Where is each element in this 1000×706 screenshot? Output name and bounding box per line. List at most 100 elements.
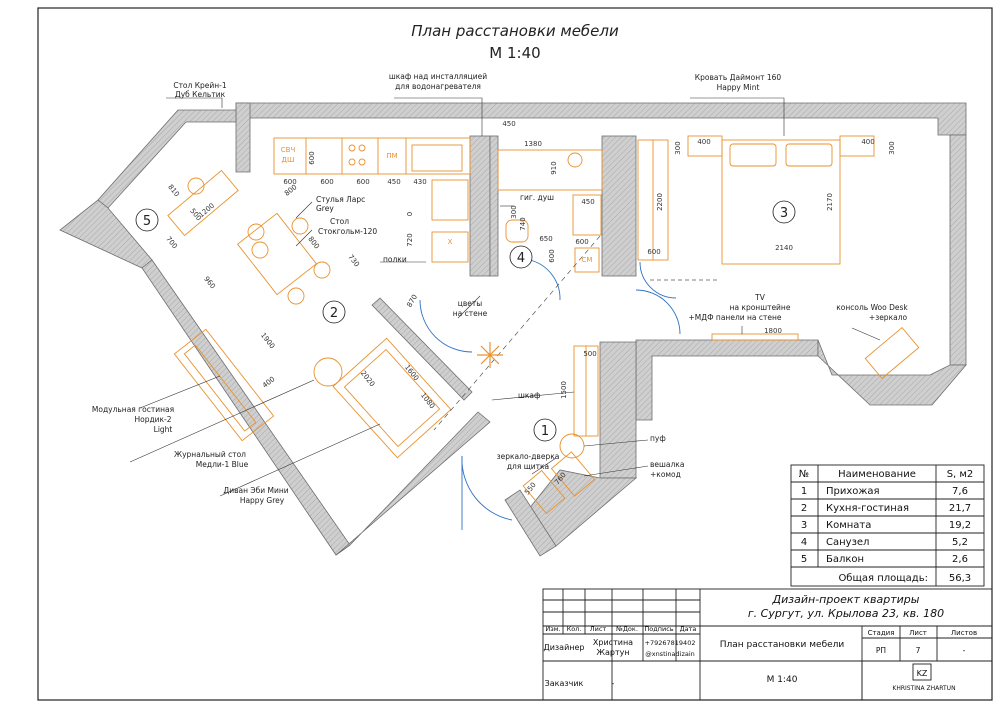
dim-400c: 400 xyxy=(261,375,276,390)
table-row-3-num: 3 xyxy=(801,520,807,531)
dim-1600: 1600 xyxy=(403,363,420,382)
stamp-designer-name-2: Жартун xyxy=(596,648,629,657)
table-header-num: № xyxy=(799,469,809,480)
dim-450b: 450 xyxy=(581,198,594,206)
fridge xyxy=(431,231,469,263)
label-modular-1: Модульная гостиная xyxy=(92,405,174,414)
plan-scale: М 1:40 xyxy=(489,44,540,62)
washing-machine xyxy=(574,247,600,273)
sheet-frame xyxy=(37,7,993,701)
room-markers xyxy=(135,200,796,442)
table-row-4-area: 5,2 xyxy=(952,537,968,548)
hall-axis-line xyxy=(433,235,601,431)
table-row-3-name: Комната xyxy=(826,520,871,531)
room-number-5: 5 xyxy=(143,214,151,229)
console-desk xyxy=(864,326,920,380)
label-console-sub: +зеркало xyxy=(869,313,908,322)
label-mirror-1: зеркало-дверка xyxy=(497,452,560,461)
stamp-col-list: Лист xyxy=(590,625,607,633)
dim-2170: 2170 xyxy=(826,193,834,211)
table-row-5-area: 2,6 xyxy=(952,554,968,565)
room-number-1: 1 xyxy=(541,424,549,439)
dim-910: 910 xyxy=(550,161,558,174)
stamp-sheets-label: Листов xyxy=(951,629,977,637)
dim-600b: 600 xyxy=(320,178,333,186)
stamp-sheet-num: 7 xyxy=(916,646,921,655)
dim-450-top: 450 xyxy=(502,120,515,128)
plan-title: План расстановки мебели xyxy=(411,22,619,40)
stamp-stage: РП xyxy=(876,646,886,655)
stamp-col-ndok: №Док. xyxy=(615,625,638,633)
flowers-icon xyxy=(477,342,503,368)
stamp-instagram: @xnstinadizain xyxy=(645,650,695,658)
room-number-2: 2 xyxy=(330,306,338,321)
dim-300a: 300 xyxy=(510,205,518,218)
dim-300c: 300 xyxy=(888,141,896,154)
label-chairs: Стулья Ларс xyxy=(316,195,365,204)
table-total-label: Общая площадь: xyxy=(838,573,928,584)
dim-0: 0 xyxy=(406,212,414,216)
dim-740: 740 xyxy=(519,217,527,230)
stamp-project-2: г. Сургут, ул. Крылова 23, кв. 180 xyxy=(748,607,944,620)
table-row-1-area: 7,6 xyxy=(952,486,968,497)
stamp-designer-label: Дизайнер xyxy=(543,643,584,652)
label-bed: Кровать Даймонт 160 xyxy=(695,73,782,82)
brand-logo xyxy=(912,663,932,681)
code-svch: СВЧ xyxy=(281,146,296,154)
stamp-col-podp: Подпись xyxy=(644,625,673,633)
dim-960: 960 xyxy=(202,275,217,290)
dim-2200: 2200 xyxy=(656,193,664,211)
area-table xyxy=(790,464,985,587)
brand-name: KHRISTINA ZHARTUN xyxy=(892,685,955,692)
bathtub-shower xyxy=(497,149,603,191)
dim-800b: 800 xyxy=(306,235,321,250)
table-row-5-name: Балкон xyxy=(826,554,864,565)
dim-550: 550 xyxy=(523,481,538,496)
room-number-4: 4 xyxy=(517,251,525,266)
dim-720: 720 xyxy=(406,233,414,246)
table-row-4-num: 4 xyxy=(801,537,807,548)
dim-500-hall: 500 xyxy=(583,350,596,358)
label-hanger-2: +комод xyxy=(650,470,681,479)
stamp-designer-name-1: Христина xyxy=(593,638,633,647)
dim-400b: 400 xyxy=(861,138,874,146)
dim-700: 700 xyxy=(164,235,179,250)
label-tv-sub2: +МДФ панели на стене xyxy=(688,313,781,322)
balcony-desk xyxy=(167,169,239,237)
brand-logo-letters: KZ xyxy=(917,669,928,678)
table-row-4-name: Санузел xyxy=(826,537,869,548)
dim-600-bath: 600 xyxy=(548,249,556,262)
table-header-name: Наименование xyxy=(838,469,916,480)
label-hyg-shower: гиг. душ xyxy=(520,193,554,202)
code-sm: СМ xyxy=(582,256,593,264)
label-flowers-sub: на стене xyxy=(453,309,488,318)
label-tv-sub1: на кронштейне xyxy=(730,303,791,312)
tv-panel xyxy=(711,333,799,341)
stamp-project-1: Дизайн-проект квартиры xyxy=(772,593,920,606)
stamp-sheets-total: - xyxy=(963,646,966,655)
stamp-phone: +79267819402 xyxy=(645,639,696,647)
dim-600a: 600 xyxy=(283,178,296,186)
table-total-value: 56,3 xyxy=(949,573,971,584)
leader-lines xyxy=(129,97,881,497)
dim-1500: 1500 xyxy=(560,381,568,399)
coffee-table xyxy=(313,357,343,387)
bed xyxy=(721,139,841,265)
stamp-col-izm: Изм. xyxy=(545,625,560,633)
label-sofa-1: Диван Эби Мини xyxy=(223,486,288,495)
dim-1800: 1800 xyxy=(764,327,782,335)
table-row-2-area: 21,7 xyxy=(949,503,971,514)
label-table-stockholm: Стол xyxy=(330,217,349,226)
label-sofa-2: Happy Grey xyxy=(240,496,285,505)
dim-2020: 2020 xyxy=(359,369,376,388)
label-wardrobe: шкаф xyxy=(518,391,540,400)
label-modular-2: Нордик-2 xyxy=(134,415,171,424)
label-cabinet-heater: шкаф над инсталляцией xyxy=(389,72,487,81)
dim-650: 650 xyxy=(539,235,552,243)
code-pm: ПМ xyxy=(386,152,397,160)
label-pouf: пуф xyxy=(650,434,666,443)
dim-2140: 2140 xyxy=(775,244,793,252)
label-shelves: полки xyxy=(383,255,407,264)
table-header-area: S, м2 xyxy=(947,469,974,480)
